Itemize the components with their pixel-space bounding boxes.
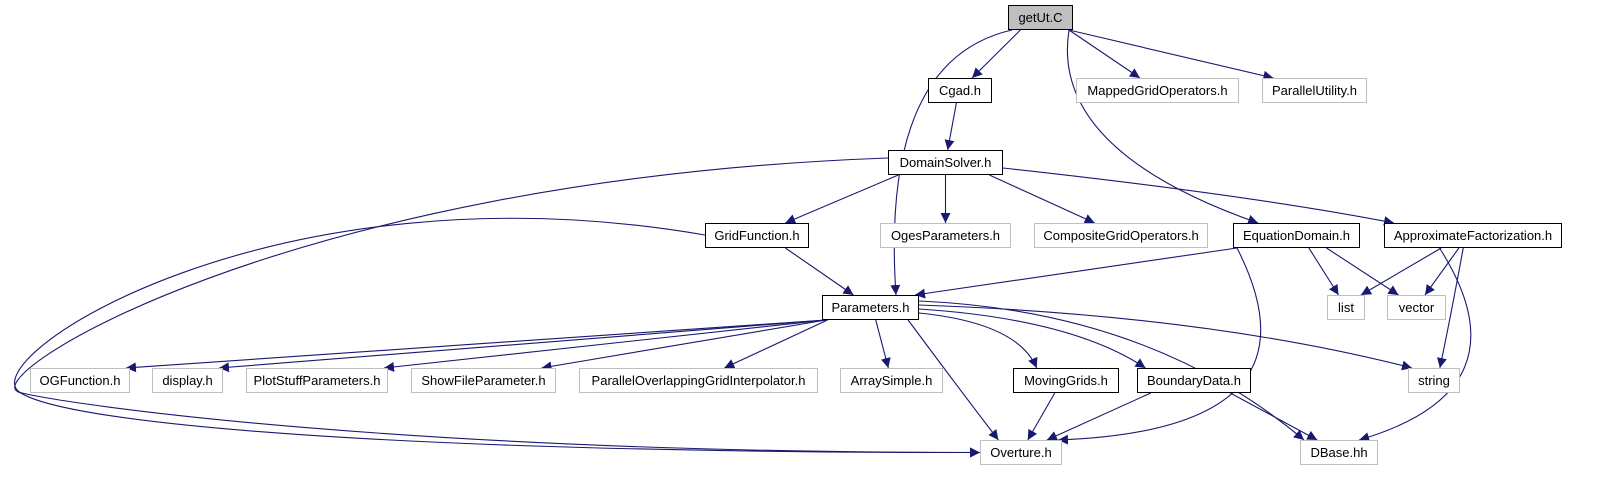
edge-par-to-db xyxy=(918,300,1305,441)
edge-ed-to-list xyxy=(1308,247,1340,296)
edge-gf-to-par xyxy=(785,247,854,296)
node-equation-domain-h[interactable]: EquationDomain.h xyxy=(1233,223,1360,248)
edge-ds-to-cgo xyxy=(989,174,1095,224)
edge-af-to-db xyxy=(1358,247,1472,442)
edge-af-to-str xyxy=(1437,247,1464,369)
node-parameters-h[interactable]: Parameters.h xyxy=(822,295,919,320)
edge-mg-to-ov xyxy=(1027,392,1056,441)
edge-par-to-ogf xyxy=(125,319,827,373)
node-parallel-utility-h[interactable]: ParallelUtility.h xyxy=(1262,78,1367,103)
edge-ds-to-af xyxy=(1002,167,1395,227)
edge-getUt-to-mgo xyxy=(1068,29,1141,79)
edge-ed-to-par xyxy=(914,247,1238,299)
edge-ed-to-ov xyxy=(1057,247,1262,445)
edge-bd-to-db xyxy=(1229,392,1318,441)
edge-getUt-to-ed xyxy=(1067,29,1259,225)
edge-par-to-psp xyxy=(383,319,827,372)
node-approximate-factorization-h[interactable]: ApproximateFactorization.h xyxy=(1384,223,1562,248)
node-vector[interactable]: vector xyxy=(1387,295,1446,320)
node-grid-function-h[interactable]: GridFunction.h xyxy=(705,223,809,248)
edge-par-to-mg xyxy=(918,312,1038,369)
node-string[interactable]: string xyxy=(1408,368,1460,393)
edge-par-to-bd xyxy=(918,308,1146,369)
edge-gf-to-ov xyxy=(14,217,981,458)
node-plot-stuff-parameters-h[interactable]: PlotStuffParameters.h xyxy=(246,368,388,393)
edge-ed-to-vector xyxy=(1326,247,1399,296)
edge-getUt-to-pu xyxy=(1068,29,1274,81)
node-moving-grids-h[interactable]: MovingGrids.h xyxy=(1013,368,1119,393)
node-getut-c[interactable]: getUt.C xyxy=(1008,5,1073,30)
node-cgad-h[interactable]: Cgad.h xyxy=(928,78,992,103)
node-display-h[interactable]: display.h xyxy=(152,368,223,393)
node-og-function-h[interactable]: OGFunction.h xyxy=(30,368,130,393)
edge-par-to-sfp xyxy=(541,319,827,372)
edges xyxy=(14,29,1472,458)
node-oges-parameters-h[interactable]: OgesParameters.h xyxy=(880,223,1011,248)
node-overture-h[interactable]: Overture.h xyxy=(980,440,1062,465)
edge-par-to-ov xyxy=(907,319,999,441)
edge-af-to-list xyxy=(1360,247,1442,296)
node-show-file-parameter-h[interactable]: ShowFileParameter.h xyxy=(411,368,556,393)
node-mapped-grid-operators-h[interactable]: MappedGridOperators.h xyxy=(1076,78,1239,103)
node-array-simple-h[interactable]: ArraySimple.h xyxy=(840,368,943,393)
node-list[interactable]: list xyxy=(1327,295,1365,320)
node-parallel-overlapping-grid-interpolator-h[interactable]: ParallelOverlappingGridInterpolator.h xyxy=(579,368,818,393)
edge-cgad-to-ds xyxy=(944,102,957,151)
node-composite-grid-operators-h[interactable]: CompositeGridOperators.h xyxy=(1034,223,1208,248)
edge-af-to-vector xyxy=(1424,247,1460,296)
node-domain-solver-h[interactable]: DomainSolver.h xyxy=(888,150,1003,175)
edge-par-to-pogi xyxy=(724,319,828,369)
edge-getUt-to-cgad xyxy=(971,29,1021,79)
edge-ds-to-gf xyxy=(785,174,899,224)
edge-bd-to-ov xyxy=(1046,392,1151,441)
node-boundary-data-h[interactable]: BoundaryData.h xyxy=(1137,368,1251,393)
edge-par-to-str xyxy=(918,304,1413,371)
edge-par-to-as xyxy=(875,319,891,369)
edge-par-to-disp xyxy=(218,319,827,373)
node-dbase-hh[interactable]: DBase.hh xyxy=(1300,440,1378,465)
